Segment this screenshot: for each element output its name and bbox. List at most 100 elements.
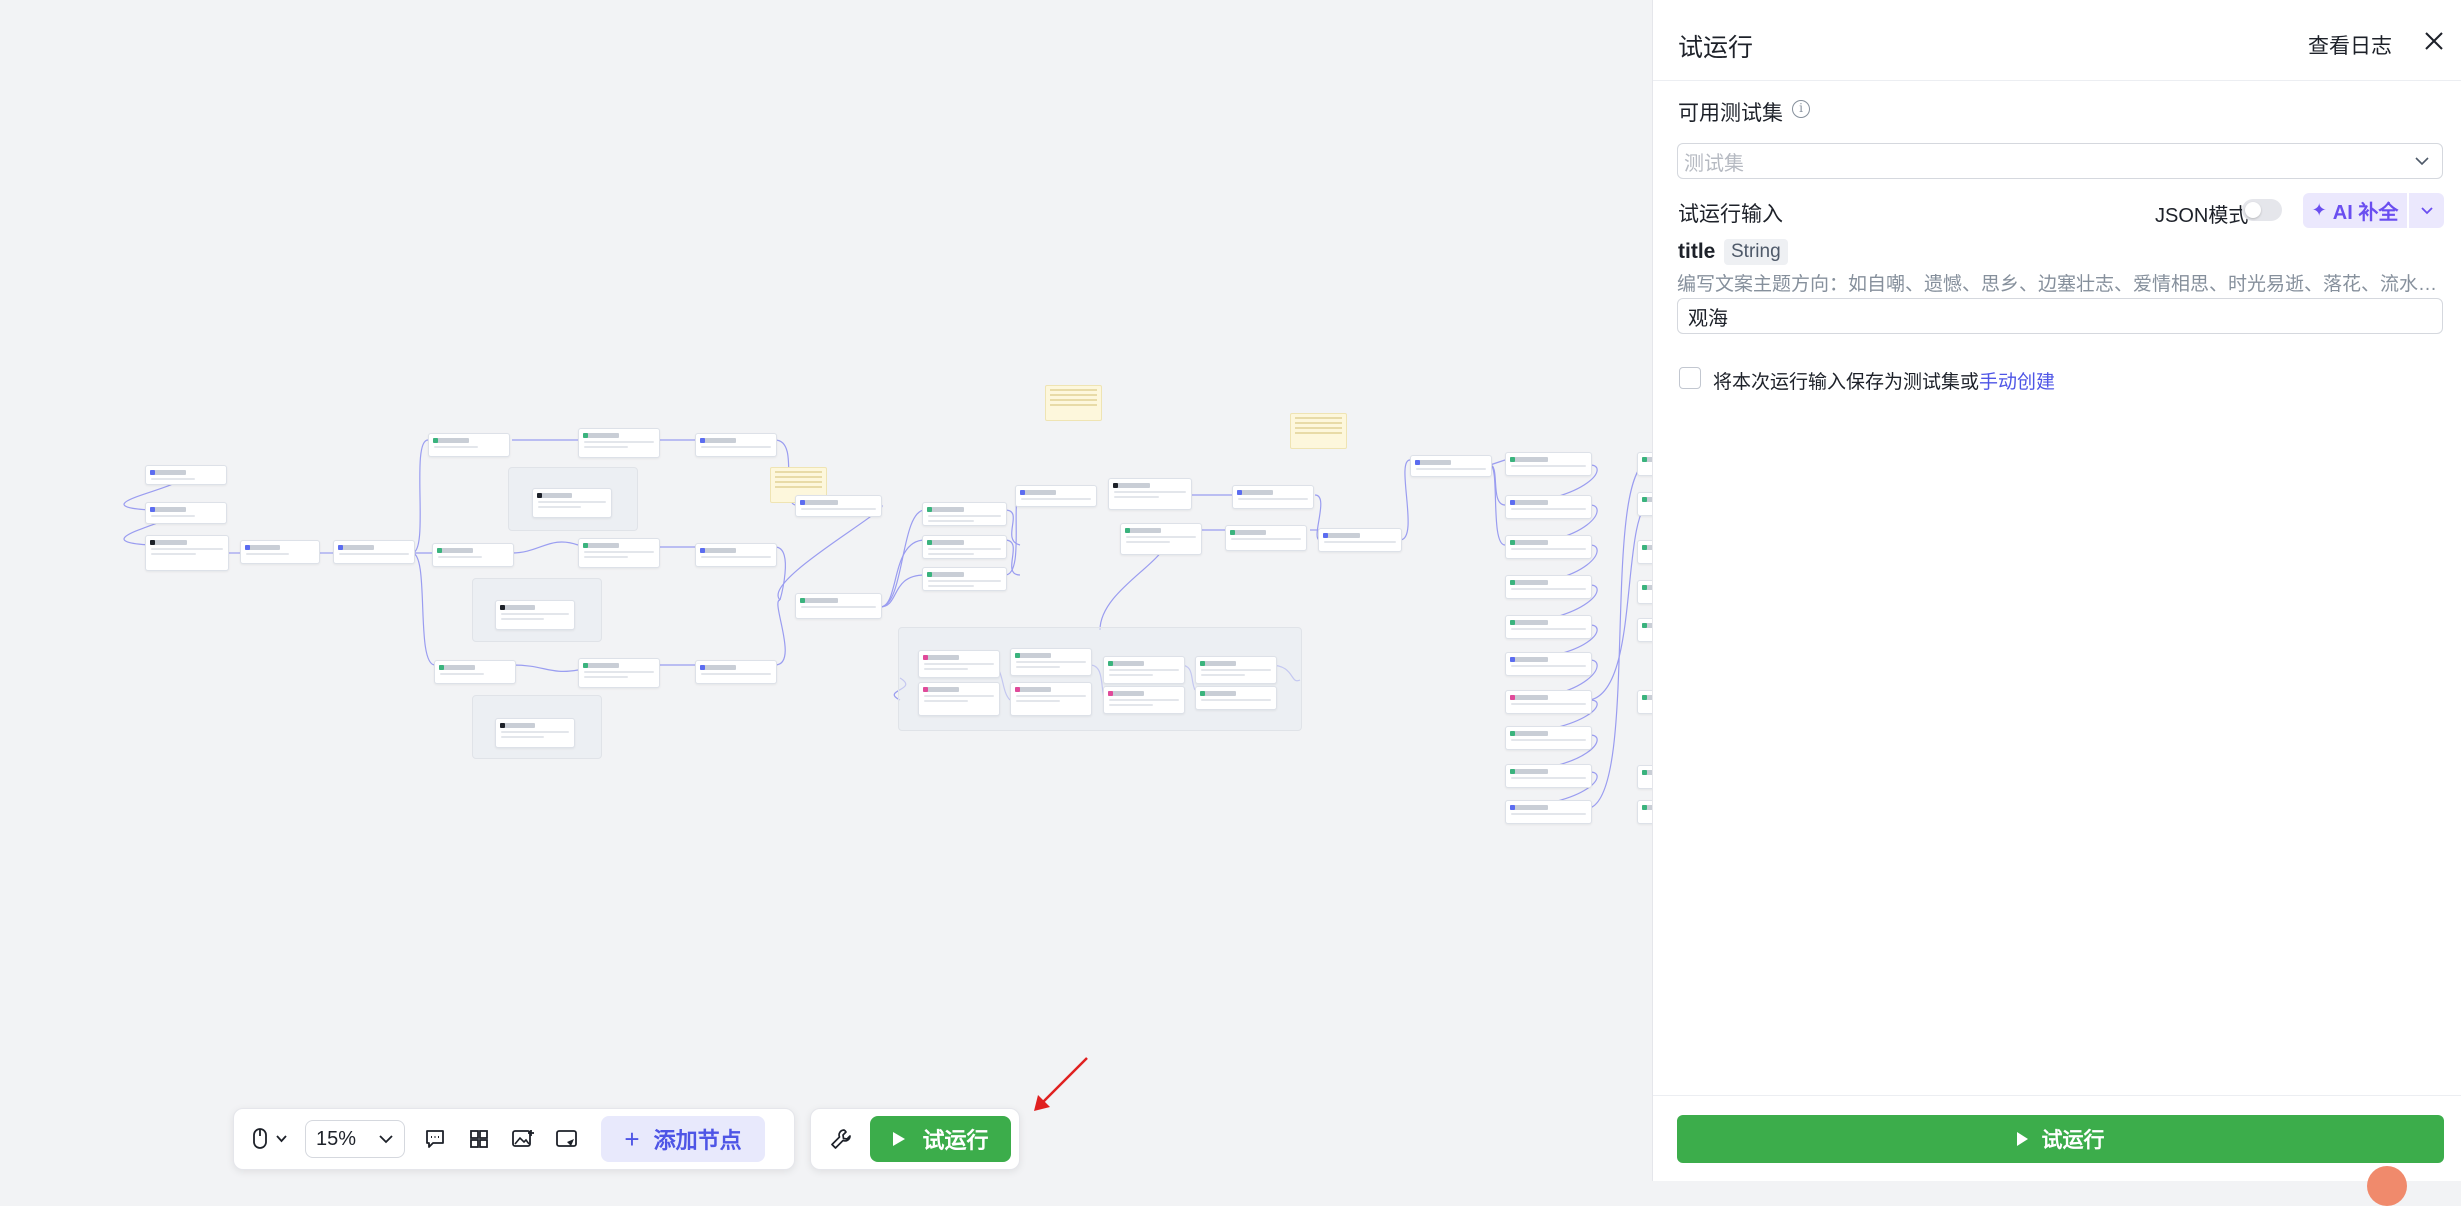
param-type-badge: String <box>1724 239 1788 265</box>
workflow-node[interactable] <box>1505 726 1592 750</box>
workflow-node[interactable] <box>1120 523 1202 555</box>
workflow-node[interactable] <box>434 660 516 684</box>
testset-select[interactable]: 测试集 <box>1677 143 2443 179</box>
json-mode-toggle[interactable] <box>2242 199 2282 221</box>
workflow-node[interactable] <box>1637 765 1652 789</box>
save-testset-label: 将本次运行输入保存为测试集或 <box>1713 372 1980 393</box>
workflow-node[interactable] <box>922 567 1007 591</box>
workflow-node[interactable] <box>432 543 514 567</box>
json-mode-label: JSON模式 <box>2155 205 2249 227</box>
workflow-node[interactable] <box>1505 690 1592 714</box>
wrench-icon <box>830 1129 851 1149</box>
workflow-node[interactable] <box>1637 580 1652 604</box>
workflow-node[interactable] <box>1505 764 1592 788</box>
save-testset-checkbox[interactable] <box>1679 367 1701 389</box>
ai-complete-button[interactable]: ✦ AI 补全 <box>2303 193 2407 228</box>
workflow-node[interactable] <box>695 660 777 684</box>
view-log-link[interactable]: 查看日志 <box>2308 35 2392 58</box>
minimap-button[interactable] <box>545 1117 589 1161</box>
zoom-select[interactable]: 15% <box>305 1120 405 1158</box>
workflow-node[interactable] <box>495 600 575 630</box>
debug-settings-button[interactable] <box>819 1117 862 1161</box>
chevron-down-icon <box>276 1135 287 1143</box>
workflow-node[interactable] <box>1637 618 1652 642</box>
sticky-note[interactable] <box>1290 413 1347 449</box>
workflow-node[interactable] <box>1637 690 1652 714</box>
add-image-button[interactable] <box>501 1117 545 1161</box>
testset-label: 可用测试集 <box>1678 102 1783 125</box>
workflow-node[interactable] <box>695 543 777 567</box>
workflow-node[interactable] <box>1410 455 1492 477</box>
workflow-node[interactable] <box>240 540 320 564</box>
workflow-node[interactable] <box>795 495 882 517</box>
interaction-mode-button[interactable] <box>241 1117 301 1161</box>
panel-run-button[interactable]: 试运行 <box>1677 1115 2444 1163</box>
workflow-node[interactable] <box>922 535 1007 559</box>
workflow-node[interactable] <box>333 540 415 564</box>
connection-lines <box>123 439 1651 809</box>
workflow-node[interactable] <box>1505 575 1592 599</box>
workflow-node[interactable] <box>1108 478 1192 510</box>
workflow-node[interactable] <box>578 538 660 568</box>
workflow-node[interactable] <box>1637 452 1652 476</box>
workflow-node[interactable] <box>145 465 227 485</box>
sticky-note[interactable] <box>1045 385 1102 421</box>
workflow-node[interactable] <box>1505 800 1592 824</box>
play-icon <box>2016 1132 2028 1146</box>
param-description: 编写文案主题方向：如自嘲、遗憾、思乡、边塞壮志、爱情相思、时光易逝、落花、流水、… <box>1677 274 2447 295</box>
workflow-node[interactable] <box>532 488 612 518</box>
workflow-node[interactable] <box>1505 615 1592 639</box>
manual-create-link[interactable]: 手动创建 <box>1979 372 2056 393</box>
workflow-node[interactable] <box>1103 686 1185 714</box>
save-testset-text: 将本次运行输入保存为测试集或手动创建 <box>1713 367 2055 394</box>
workflow-node[interactable] <box>918 682 1000 716</box>
workflow-node[interactable] <box>145 502 227 524</box>
workflow-node[interactable] <box>1010 682 1092 716</box>
workflow-node[interactable] <box>145 535 229 571</box>
avatar[interactable] <box>2367 1166 2407 1206</box>
workflow-node[interactable] <box>495 718 575 748</box>
workflow-node[interactable] <box>1010 648 1092 676</box>
workflow-node[interactable] <box>795 593 882 619</box>
workflow-node[interactable] <box>922 502 1007 526</box>
add-node-button[interactable]: + 添加节点 <box>601 1116 765 1162</box>
workflow-canvas[interactable] <box>0 0 1652 1181</box>
auto-layout-button[interactable] <box>457 1117 501 1161</box>
workflow-node[interactable] <box>1195 686 1277 710</box>
play-icon <box>892 1132 905 1146</box>
test-run-label: 试运行 <box>922 1128 989 1153</box>
workflow-node[interactable] <box>918 650 1000 678</box>
annotation-arrow-icon <box>1034 1057 1088 1111</box>
workflow-node[interactable] <box>1225 525 1307 551</box>
info-icon[interactable]: i <box>1792 100 1810 118</box>
workflow-node[interactable] <box>578 658 660 688</box>
workflow-node[interactable] <box>695 433 777 457</box>
add-comment-button[interactable] <box>413 1117 457 1161</box>
workflow-node[interactable] <box>1232 485 1314 509</box>
workflow-node[interactable] <box>428 433 510 457</box>
chevron-down-icon <box>379 1135 393 1144</box>
plus-icon: + <box>624 1123 640 1154</box>
layout-grid-icon <box>470 1130 488 1148</box>
mouse-icon <box>253 1128 287 1149</box>
workflow-node[interactable] <box>1505 452 1592 476</box>
workflow-node[interactable] <box>1103 656 1185 684</box>
close-icon[interactable] <box>2423 30 2445 52</box>
workflow-node[interactable] <box>578 428 660 458</box>
workflow-node[interactable] <box>1195 656 1277 684</box>
workflow-node[interactable] <box>1015 485 1097 507</box>
workflow-node[interactable] <box>1318 528 1402 552</box>
add-node-label: 添加节点 <box>653 1128 742 1153</box>
ai-complete-dropdown[interactable] <box>2409 193 2444 228</box>
workflow-node[interactable] <box>1637 540 1652 564</box>
title-input[interactable]: 观海 <box>1677 298 2443 334</box>
workflow-node[interactable] <box>1505 535 1592 559</box>
panel-header: 试运行 查看日志 <box>1653 0 2461 81</box>
test-run-button[interactable]: 试运行 <box>870 1116 1011 1162</box>
workflow-node[interactable] <box>1637 492 1652 516</box>
workflow-node[interactable] <box>1637 800 1652 824</box>
image-add-icon <box>512 1130 534 1147</box>
workflow-node[interactable] <box>1505 652 1592 676</box>
panel-footer <box>1653 1095 2461 1182</box>
workflow-node[interactable] <box>1505 495 1592 519</box>
